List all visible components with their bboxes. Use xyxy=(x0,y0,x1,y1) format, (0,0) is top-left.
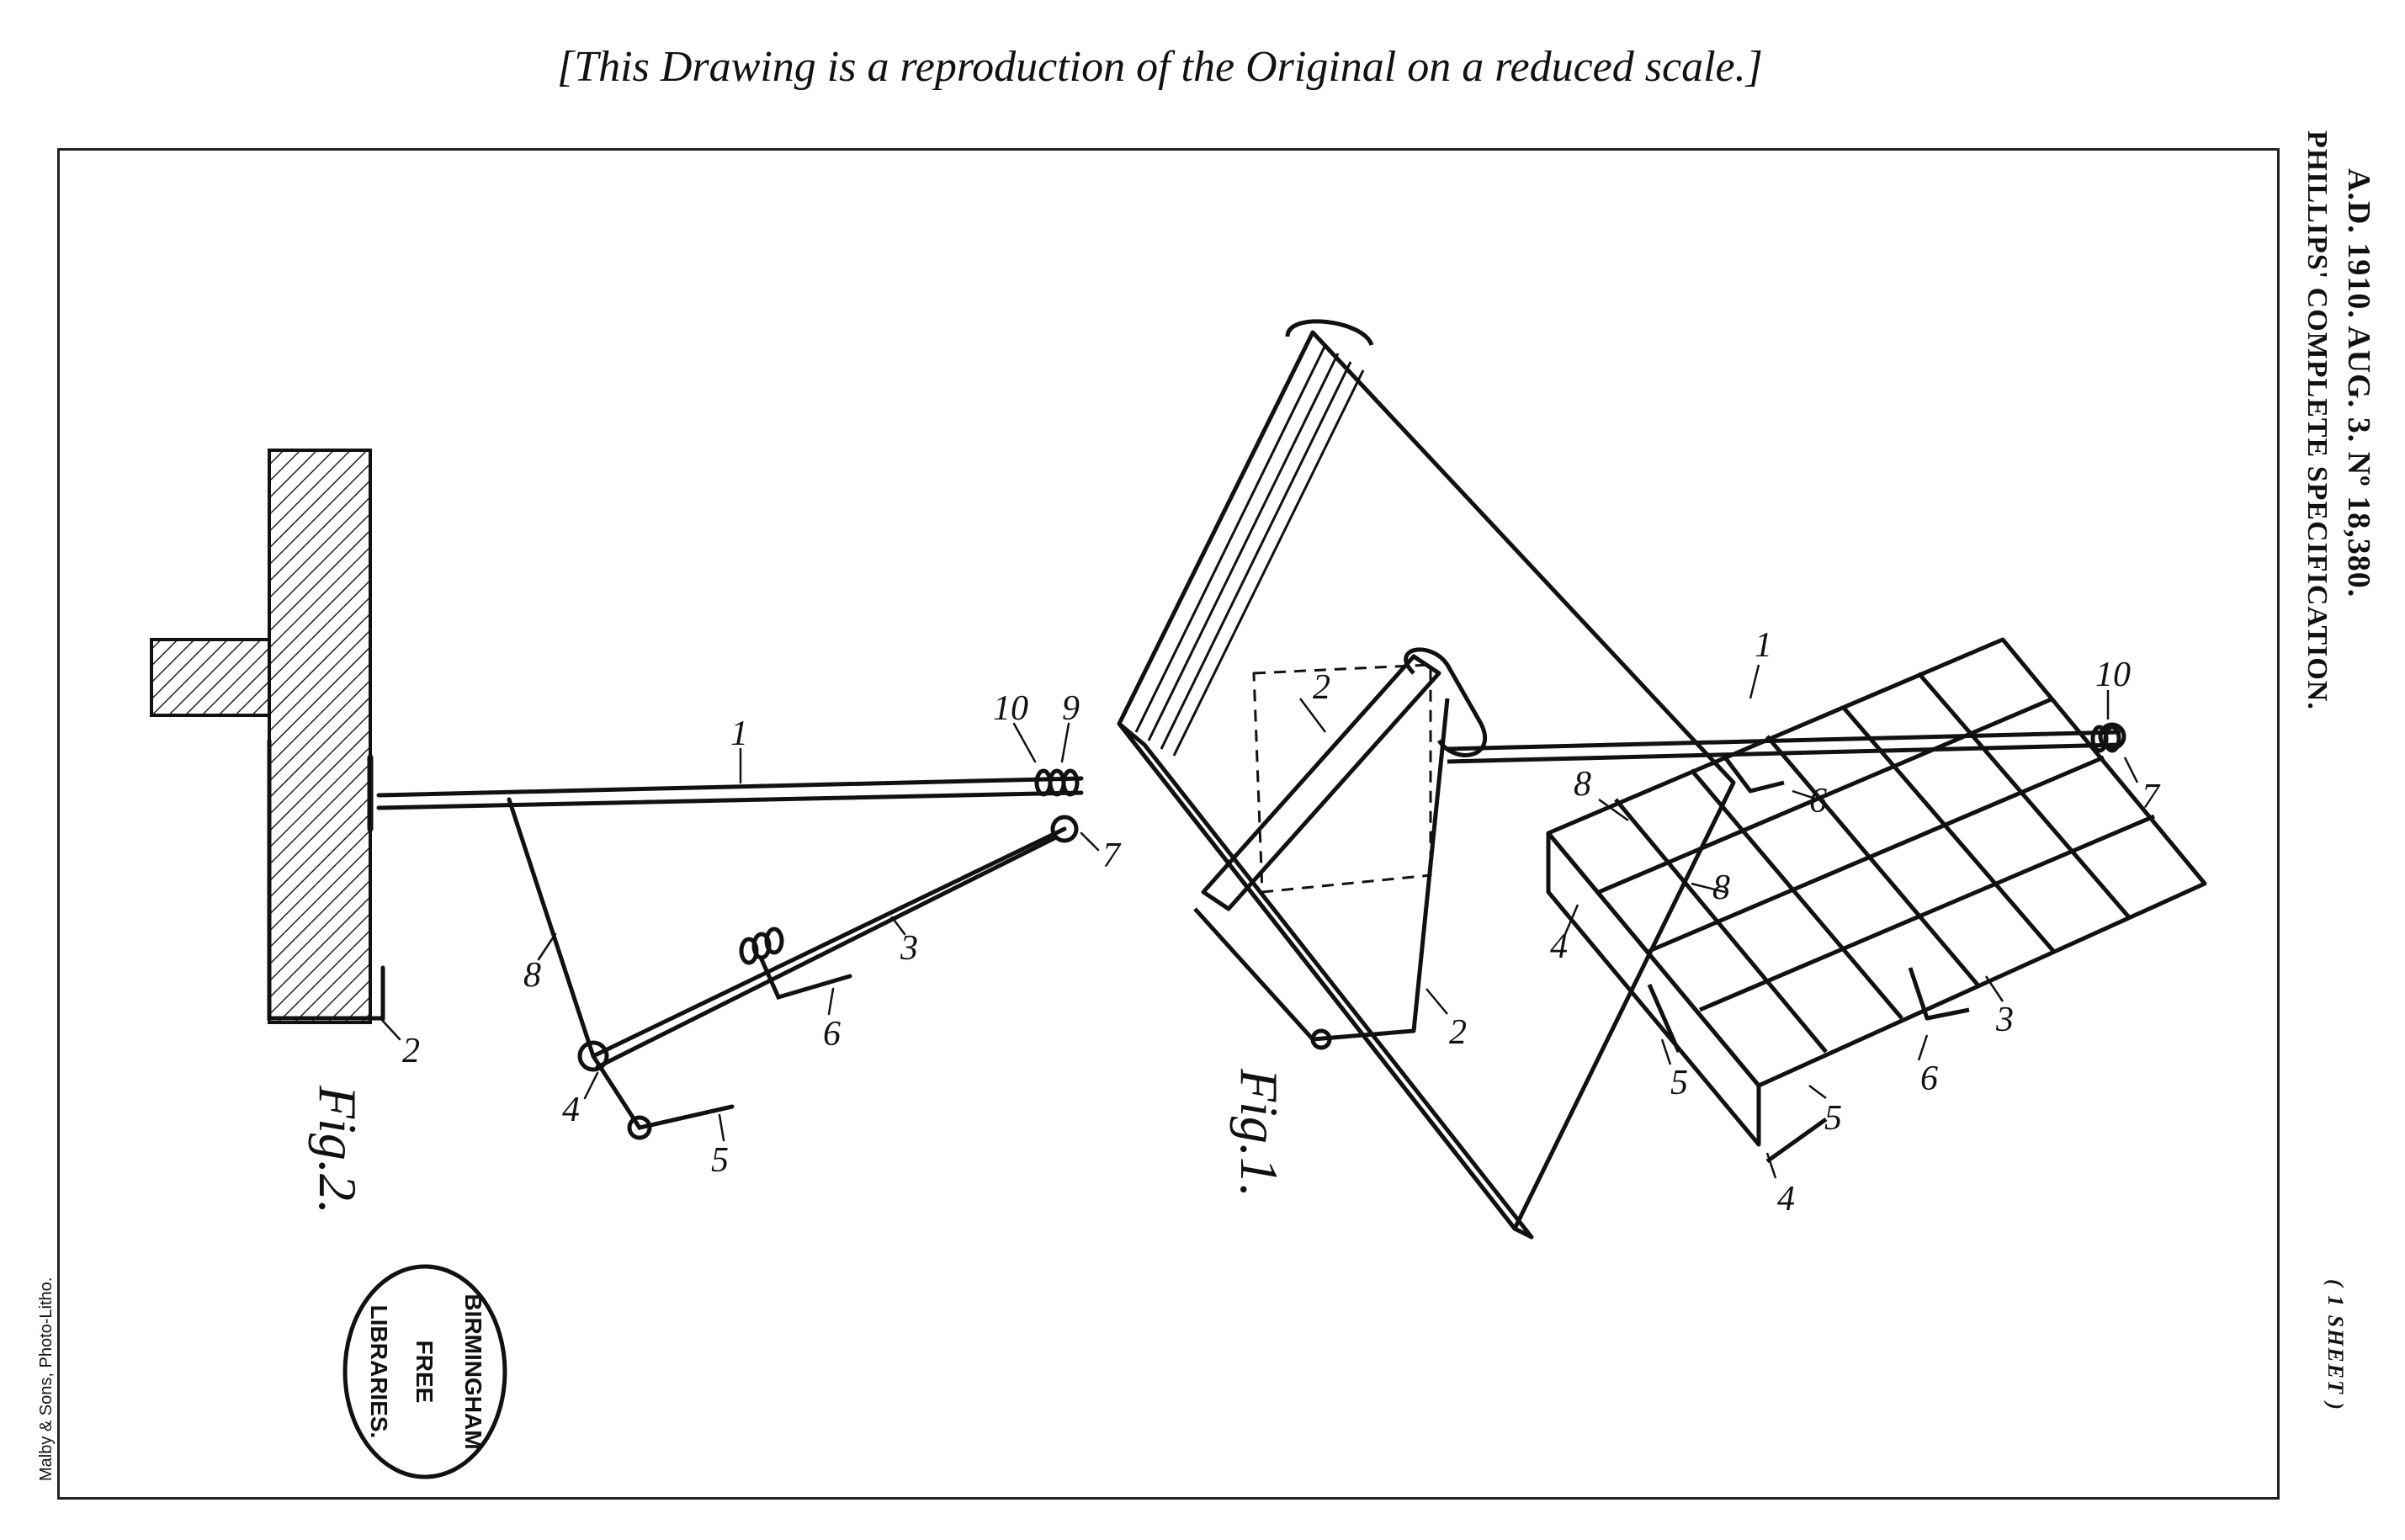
numeral-2-fig1: 2 xyxy=(1313,668,1330,707)
numeral-10-fig1: 10 xyxy=(2095,656,2131,694)
stand-frame xyxy=(1193,698,1450,1042)
numeral-10: 10 xyxy=(993,689,1028,728)
reproduction-caption: [This Drawing is a reproduction of the O… xyxy=(557,43,1763,91)
arm-1 xyxy=(376,776,1084,798)
hook-6-fig1 xyxy=(1908,967,1970,1021)
loop-clip xyxy=(1404,647,1488,757)
numeral-2b-fig1: 2 xyxy=(1449,1013,1467,1052)
stand-clip-2 xyxy=(1201,654,1441,911)
fig-1-label: Fig.1. xyxy=(1229,1068,1289,1197)
figure-1-numerals: 1 2 2 3 4 4 5 5 6 6 7 8 8 10 xyxy=(1313,626,2161,1219)
numeral-3: 3 xyxy=(900,929,918,968)
figure-2-numerals: 1 2 3 4 5 6 7 8 9 10 xyxy=(402,689,1122,1180)
numeral-7-fig1: 7 xyxy=(2142,778,2161,816)
leader-lines-fig2 xyxy=(379,722,1100,1142)
stamp-oval xyxy=(342,1264,507,1479)
wire-rack xyxy=(1546,637,2207,1147)
numeral-6: 6 xyxy=(823,1015,841,1054)
numeral-8-fig1: 8 xyxy=(1574,765,1591,804)
numeral-5-fig1: 5 xyxy=(1670,1064,1688,1102)
brace-8 xyxy=(507,797,596,1059)
library-stamp: BIRMINGHAM FREE LIBRARIES. xyxy=(342,1264,507,1479)
numeral-4-fig1: 4 xyxy=(1550,927,1568,966)
hook-5 xyxy=(591,1054,735,1130)
numeral-4b-fig1: 4 xyxy=(1777,1180,1795,1219)
joint-lower xyxy=(627,1115,652,1140)
numeral-5b-fig1: 5 xyxy=(1824,1099,1842,1138)
fig-2-label: Fig.2. xyxy=(308,1085,368,1214)
numeral-2: 2 xyxy=(402,1032,420,1070)
shelf-edge-hatched xyxy=(150,638,271,717)
coil-9-10 xyxy=(1034,768,1080,797)
hook-5-fig1 xyxy=(1765,1117,1828,1164)
stamp-line-2: FREE xyxy=(411,1341,438,1404)
numeral-8: 8 xyxy=(523,956,541,995)
joint-7 xyxy=(1050,815,1079,843)
stamp-line-1: BIRMINGHAM xyxy=(460,1293,486,1449)
book-page-edges xyxy=(1134,344,1365,757)
book-spine xyxy=(1117,721,1534,1240)
figure-1-drawing xyxy=(1117,319,2207,1240)
joint-7-fig1 xyxy=(2098,722,2126,751)
hook-6 xyxy=(759,957,852,1001)
hook-5-fig1-lower xyxy=(1647,983,1681,1054)
numeral-1: 1 xyxy=(730,714,748,753)
leader-lines-fig1 xyxy=(1299,664,2139,1179)
rod-3-lower xyxy=(595,835,1059,1070)
rack-side xyxy=(1546,831,1761,1147)
rod-3 xyxy=(591,826,1067,1059)
numeral-7: 7 xyxy=(1102,836,1122,875)
book-top-clip xyxy=(1285,319,1374,347)
numeral-8b-fig1: 8 xyxy=(1712,868,1730,907)
numeral-5: 5 xyxy=(711,1141,729,1180)
clip-bracket-2 xyxy=(267,738,385,1021)
drawing-border xyxy=(57,148,2280,1500)
numeral-9: 9 xyxy=(1062,689,1080,728)
numeral-3-fig1: 3 xyxy=(1995,1001,2014,1039)
hidden-outline xyxy=(1252,663,1432,894)
numeral-6b-fig1: 6 xyxy=(1809,782,1827,820)
figure-2-drawing xyxy=(150,449,1100,1142)
numeral-6-fig1: 6 xyxy=(1920,1059,1938,1098)
arm-1-lower xyxy=(376,790,1084,810)
arm-1-fig1 xyxy=(1447,730,2121,751)
numeral-4: 4 xyxy=(562,1091,580,1129)
stand-foot-joint xyxy=(1310,1028,1332,1050)
coil-10-fig1 xyxy=(2090,725,2121,753)
numeral-1-fig1: 1 xyxy=(1755,626,1772,665)
stamp-line-3: LIBRARIES. xyxy=(366,1305,392,1439)
book-cover xyxy=(1117,330,1736,1231)
wall-section-hatched xyxy=(268,449,372,1024)
joint-4 xyxy=(577,1040,609,1072)
hook-6-fig1-upper xyxy=(1723,756,1785,794)
